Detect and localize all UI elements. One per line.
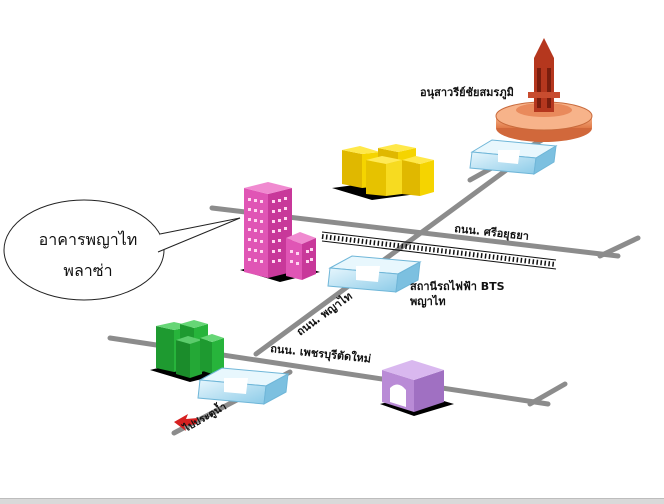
- green-buildings: [150, 320, 230, 382]
- arrow-icon: [469, 139, 558, 175]
- bottom-scroll-bar: [0, 498, 664, 504]
- callout-bubble: อาคารพญาไท พลาซ่า: [3, 199, 241, 301]
- label-bts-station-name: พญาไท: [410, 294, 446, 308]
- purple-gate: [380, 360, 454, 416]
- yellow-buildings: [332, 144, 434, 200]
- callout-line-2: พลาซ่า: [63, 261, 112, 280]
- bts-track: [321, 231, 557, 270]
- label-bts-station: สถานีรถไฟฟ้า BTS: [410, 279, 505, 293]
- label-to-pratunam: ไปประตูน้ำ: [180, 399, 229, 436]
- label-phaya-thai-road: ถนน. พญาไท: [294, 289, 355, 339]
- arrow-icon: [197, 367, 290, 405]
- road-phaya-thai: [253, 157, 523, 357]
- callout-line-1: อาคารพญาไท: [39, 230, 138, 249]
- road-sri-ayutthaya-end: [597, 235, 641, 259]
- phaya-thai-plaza-building: [240, 182, 320, 282]
- red-arrow-icon: [174, 414, 198, 431]
- victory-monument: [495, 38, 593, 142]
- label-victory-monument: อนุสาวรีย์ชัยสมรภูมิ: [420, 86, 514, 100]
- arrow-icon: [327, 255, 422, 293]
- window-grid: [248, 197, 313, 265]
- road-phetchaburi-end: [527, 381, 568, 407]
